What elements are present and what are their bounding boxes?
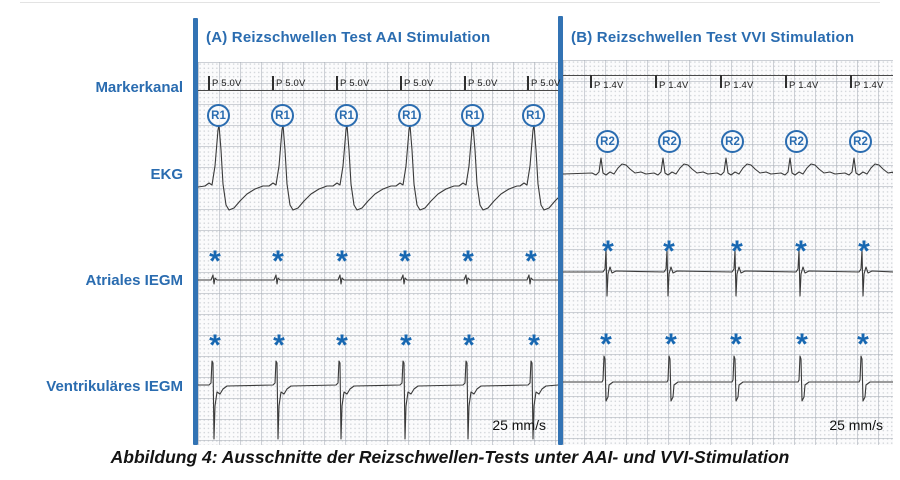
capture-asterisk-icon: * [602, 235, 614, 268]
pace-marker-label: P 5.0V [340, 78, 370, 89]
pace-marker: P 5.0V [464, 76, 498, 90]
ekg-trace-b [563, 157, 893, 176]
pace-marker: P 1.4V [590, 75, 624, 91]
atrial-iegm-trace-a [198, 274, 558, 285]
marker-tick-icon [272, 76, 274, 90]
capture-asterisk-icon: * [463, 329, 475, 362]
pace-marker-label: P 1.4V [854, 80, 884, 91]
atrial-iegm-trace-b [563, 249, 893, 297]
panel-a-divider [193, 18, 198, 445]
capture-asterisk-icon: * [525, 245, 537, 278]
capture-asterisk-icon: * [663, 235, 675, 268]
capture-asterisk-icon: * [462, 245, 474, 278]
row-label-atriales-iegm: Atriales IEGM [85, 272, 183, 289]
capture-asterisk-icon: * [730, 328, 742, 361]
marker-tick-icon [208, 76, 210, 90]
capture-asterisk-icon: * [399, 245, 411, 278]
pace-marker-label: P 5.0V [276, 78, 306, 89]
pace-marker-label: P 1.4V [724, 80, 754, 91]
beat-marker-r2: R2 [849, 130, 872, 153]
capture-asterisk-icon: * [857, 328, 869, 361]
panel-b-title: (B) Reizschwellen Test VVI Stimulation [571, 29, 855, 46]
ekg-trace-a [198, 124, 558, 211]
marker-tick-icon [400, 76, 402, 90]
capture-asterisk-icon: * [796, 328, 808, 361]
beat-marker-r2: R2 [596, 130, 619, 153]
beat-marker-r1: R1 [207, 104, 230, 127]
capture-asterisk-icon: * [528, 329, 540, 362]
capture-asterisk-icon: * [272, 245, 284, 278]
marker-tick-icon [464, 76, 466, 90]
pace-marker: P 1.4V [850, 75, 884, 91]
capture-asterisk-icon: * [336, 245, 348, 278]
panel-b-traces [563, 157, 893, 402]
panel-a-traces [198, 124, 558, 440]
pace-marker: P 5.0V [527, 76, 561, 90]
capture-asterisk-icon: * [731, 235, 743, 268]
beat-marker-r2: R2 [785, 130, 808, 153]
pace-marker-label: P 1.4V [659, 80, 689, 91]
capture-asterisk-icon: * [273, 329, 285, 362]
pace-marker-label: P 5.0V [468, 78, 498, 89]
capture-asterisk-icon: * [795, 235, 807, 268]
marker-tick-icon [785, 75, 787, 88]
sweep-speed-label-b: 25 mm/s [829, 417, 883, 433]
pace-marker-label: P 1.4V [789, 80, 819, 91]
sweep-speed-label-a: 25 mm/s [492, 417, 546, 433]
beat-marker-r1: R1 [271, 104, 294, 127]
capture-asterisk-icon: * [209, 329, 221, 362]
capture-asterisk-icon: * [858, 235, 870, 268]
row-label-ventrikulaeres-iegm: Ventrikuläres IEGM [46, 378, 183, 395]
capture-asterisk-icon: * [665, 328, 677, 361]
panel-b-divider [558, 16, 563, 445]
panel-a-title: (A) Reizschwellen Test AAI Stimulation [206, 29, 491, 46]
row-label-ekg: EKG [150, 166, 183, 183]
pace-marker: P 1.4V [720, 75, 754, 91]
capture-asterisk-icon: * [400, 329, 412, 362]
marker-tick-icon [655, 75, 657, 88]
ventricular-iegm-trace-b [563, 355, 893, 402]
pace-marker: P 5.0V [336, 76, 370, 90]
capture-asterisk-icon: * [209, 245, 221, 278]
pace-marker-label: P 5.0V [212, 78, 242, 89]
capture-asterisk-icon: * [336, 329, 348, 362]
marker-tick-icon [850, 75, 852, 88]
figure-caption: Abbildung 4: Ausschnitte der Reizschwell… [110, 447, 790, 467]
pace-marker: P 5.0V [208, 76, 242, 90]
pace-marker: P 5.0V [400, 76, 434, 90]
pace-marker: P 1.4V [785, 75, 819, 91]
marker-tick-icon [527, 76, 529, 90]
beat-marker-r2: R2 [721, 130, 744, 153]
pace-marker: P 1.4V [655, 75, 689, 91]
marker-channel-baseline-a [198, 90, 558, 91]
pace-marker: P 5.0V [272, 76, 306, 90]
ecg-grid-panel-a: P 5.0V P 5.0V P 5.0V P 5.0V P 5.0V P 5.0… [198, 62, 561, 445]
beat-marker-r1: R1 [461, 104, 484, 127]
beat-marker-r1: R1 [398, 104, 421, 127]
ecg-grid-panel-b: P 1.4V P 1.4V P 1.4V P 1.4V P 1.4V R2 R2… [563, 60, 893, 445]
pace-marker-label: P 1.4V [594, 80, 624, 91]
marker-tick-icon [590, 75, 592, 88]
marker-tick-icon [720, 75, 722, 88]
beat-marker-r1: R1 [335, 104, 358, 127]
pace-marker-label: P 5.0V [531, 78, 561, 89]
ventricular-iegm-trace-a [198, 360, 558, 440]
beat-marker-r2: R2 [658, 130, 681, 153]
row-label-markerkanal: Markerkanal [95, 79, 183, 96]
beat-marker-r1: R1 [522, 104, 545, 127]
capture-asterisk-icon: * [600, 328, 612, 361]
pace-marker-label: P 5.0V [404, 78, 434, 89]
marker-channel-baseline-b [563, 75, 893, 76]
marker-tick-icon [336, 76, 338, 90]
